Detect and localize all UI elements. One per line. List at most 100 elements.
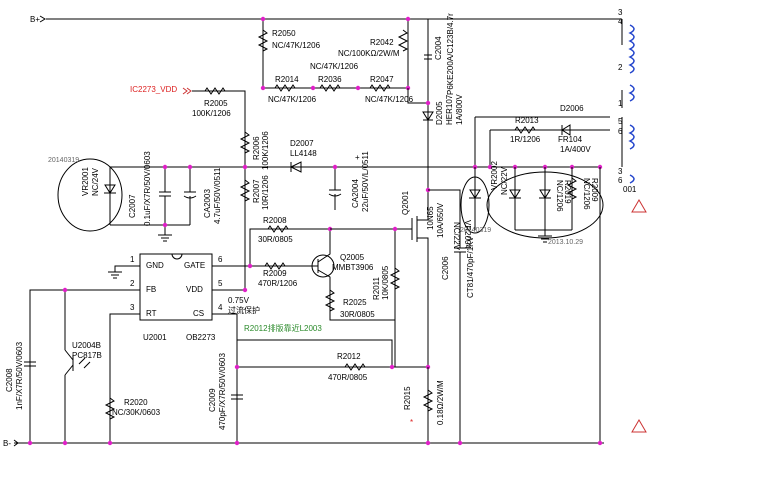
r2042-ref: R2042 xyxy=(370,38,394,47)
ic-u2001-body xyxy=(139,253,213,321)
r2019-resistor xyxy=(566,177,578,200)
r2012-val: 470R/0805 xyxy=(328,373,368,382)
date-note-2: 20140319 xyxy=(460,227,491,234)
xfmr-pin-4: 1 xyxy=(618,99,623,108)
winding-2 xyxy=(628,84,635,102)
junction-dot xyxy=(242,164,248,170)
r2020-val: NC/30K/0603 xyxy=(112,408,161,417)
r2013-resistor xyxy=(514,126,536,134)
junction-dot xyxy=(27,440,33,446)
date-note-1: 20140319 xyxy=(48,157,79,164)
junction-dot xyxy=(405,16,411,22)
junction-dot xyxy=(389,364,395,370)
r2005-ref: R2005 xyxy=(204,99,228,108)
d2006-diode xyxy=(561,124,571,136)
ic-pin-gnd: GND xyxy=(146,261,164,270)
ic-pin-num-3: 3 xyxy=(130,303,135,312)
r2009-ref: R2009 xyxy=(263,269,287,278)
ic-fb-wire xyxy=(29,289,140,443)
r2009-resistor xyxy=(264,262,286,270)
r2012-note: R2012排版靠近L2003 xyxy=(244,323,322,333)
c2006-ref: C2006 xyxy=(441,256,450,280)
c2007-ref: C2007 xyxy=(128,194,137,218)
d2006-val2: 1A/400V xyxy=(560,145,591,154)
vr2002-val: NC/22V xyxy=(500,166,509,195)
winding-1 xyxy=(628,24,635,74)
junction-dot xyxy=(260,16,266,22)
r2025-wire xyxy=(329,280,395,321)
c2006-val: CT81/470pF/1KV xyxy=(466,236,475,298)
ic-part: OB2273 xyxy=(186,333,216,342)
cs-sense-wire xyxy=(236,314,393,367)
ic-pin-num-2: 2 xyxy=(130,279,135,288)
r2006-val: 100K/1206 xyxy=(261,131,270,170)
aux-diode xyxy=(539,167,551,230)
d2005-val2: 1A/800V xyxy=(455,94,464,125)
xfmr-pin-2: 4 xyxy=(618,17,623,26)
r2015-ref: R2015 xyxy=(403,386,412,410)
q2005-ref: Q2005 xyxy=(340,253,365,262)
r2011-val: 10K/0805 xyxy=(381,265,390,300)
ic-pin-num-1: 1 xyxy=(130,255,135,264)
ca2004-capacitor xyxy=(328,167,342,210)
ca2004-plus: + xyxy=(355,153,360,162)
r2050-val: NC/47K/1206 xyxy=(272,41,321,50)
r2036-ref: R2036 xyxy=(318,75,342,84)
d2006-val: FR104 xyxy=(558,135,583,144)
r2008-val: 30R/0805 xyxy=(258,235,293,244)
d2005-val: HER107 xyxy=(445,94,454,125)
q2005-val: MMBT3906 xyxy=(332,263,374,272)
r2005-val: 100K/1206 xyxy=(192,109,231,118)
r2025-ref: R2025 xyxy=(343,298,367,307)
ground-symbol xyxy=(110,224,190,242)
ic-vdd-arrow xyxy=(182,87,192,95)
c2007-val: 0.1uF/X7R/50V/0603 xyxy=(143,151,152,226)
ocp-voltage: 0.75V xyxy=(228,296,250,305)
r2042-val: NC/100KΩ/2W/M xyxy=(338,49,400,58)
r2015-val: 0.18Ω/2W/M xyxy=(436,380,445,425)
ca2003-ref: CA2003 xyxy=(203,189,212,218)
xfmr-pin-1: 3 xyxy=(618,8,623,17)
r2025-resistor xyxy=(324,289,336,312)
d2007-diode xyxy=(289,161,302,173)
r2025-val: 30R/0805 xyxy=(340,310,375,319)
q2001-val2: 10A/650V xyxy=(436,202,445,238)
ca2004-ref: CA2004 xyxy=(351,179,360,208)
xfmr-dangling: 001 xyxy=(623,185,637,194)
junction-dot xyxy=(332,164,338,170)
vr2002-ref: VR2002 xyxy=(490,161,499,190)
r2020-resistor xyxy=(104,397,116,420)
xfmr-pin-6: 6 xyxy=(618,127,623,136)
r2005-wire xyxy=(192,90,246,118)
c2004-ref: C2004 xyxy=(434,36,443,60)
ic-pin-num-4: 4 xyxy=(218,303,223,312)
junction-dot xyxy=(162,222,168,228)
ic-notch xyxy=(171,253,183,260)
date-note-3: 2013.10.29 xyxy=(548,239,583,246)
r2014-resistor xyxy=(274,84,296,92)
ic-pin-gate: GATE xyxy=(184,261,205,270)
ca2003-capacitor xyxy=(183,167,197,225)
r2047-ref: R2047 xyxy=(370,75,394,84)
r2009b-ref: R2009 xyxy=(590,178,599,202)
transformer-leads xyxy=(599,18,620,443)
clamp-branch xyxy=(407,19,429,104)
c2008-capacitor xyxy=(24,361,36,367)
r2050-ref: R2050 xyxy=(272,29,296,38)
d2007-val: LL4148 xyxy=(290,149,317,158)
q2001-mosfet xyxy=(395,216,429,367)
c2009-capacitor xyxy=(231,394,243,400)
junction-dot xyxy=(425,440,431,446)
r2007-ref: R2007 xyxy=(252,179,261,203)
warning-triangle-icon xyxy=(631,199,647,213)
vr2001-val: NC/24V xyxy=(91,167,100,196)
junction-dot xyxy=(355,85,361,91)
ic-rt-wire xyxy=(109,313,140,443)
r2015-star-icon: * xyxy=(410,418,413,427)
r2009-val: 470R/1206 xyxy=(258,279,298,288)
u2004b-ref: U2004B xyxy=(72,341,101,350)
r2014-ref: R2014 xyxy=(275,75,299,84)
junction-dot xyxy=(62,440,68,446)
d2005-ref: D2005 xyxy=(435,101,444,125)
